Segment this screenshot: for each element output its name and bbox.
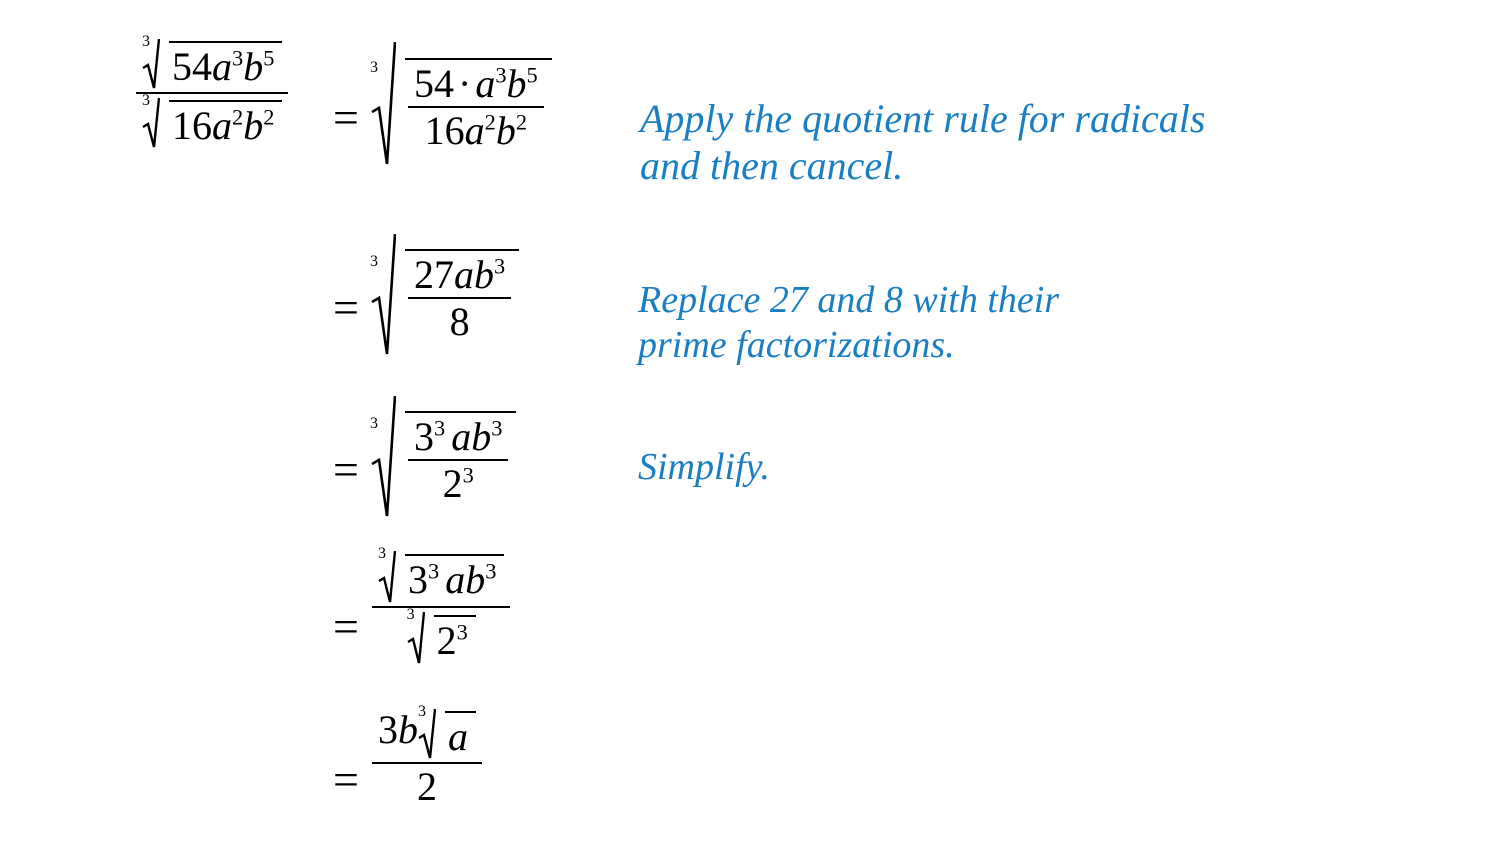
line5-fraction: 3b 3 a 2	[372, 704, 482, 809]
cube-root-radical: 3 a	[418, 704, 476, 760]
line2-numerator: 27ab3	[408, 254, 512, 299]
radical-index: 3	[370, 415, 378, 432]
equals-sign-5: =	[333, 754, 359, 805]
lhs-fraction: 3 54a3b5 3 16a2	[136, 34, 289, 149]
radical-sign-icon	[142, 97, 160, 149]
cube-root-radical: 3 27ab3 8	[370, 232, 520, 358]
radical-index: 3	[142, 92, 150, 109]
radical-sign-icon	[370, 232, 396, 358]
cube-root-radical: 3 54a3b5	[142, 34, 283, 90]
cube-root-radical: 3 54·a3b5 16a2b2	[370, 40, 552, 168]
radical-sign-icon	[370, 394, 396, 520]
equals-sign-1: =	[333, 92, 359, 143]
line2-denominator: 8	[449, 298, 470, 344]
radicand: 54·a3b5 16a2b2	[405, 57, 552, 153]
radicand: a	[445, 711, 476, 757]
equals-sign-3: =	[333, 444, 359, 495]
equals-sign-4: =	[333, 601, 359, 652]
radicand: 54a3b5	[169, 41, 283, 87]
radical-index: 3	[418, 703, 426, 720]
radical-index: 3	[142, 33, 150, 50]
radical-index: 3	[378, 545, 386, 562]
line5-denominator: 2	[417, 764, 437, 809]
annotation-simplify: Simplify.	[638, 446, 770, 488]
annotation-quotient-rule: Apply the quotient rule for radicals and…	[640, 96, 1206, 189]
line4-denominator: 3 23	[372, 607, 510, 665]
line3-denominator: 23	[442, 460, 474, 506]
radical-index: 3	[370, 59, 378, 76]
radical-sign-icon	[406, 611, 425, 665]
radical-sign-icon	[378, 550, 396, 604]
radical-index: 3	[370, 253, 378, 270]
equals-sign-2: =	[333, 282, 359, 333]
line2-fraction: 27ab3 8	[408, 254, 512, 344]
radicand: 23	[433, 615, 476, 661]
equation-line-5: 3b 3 a 2	[372, 704, 482, 809]
radical-sign-icon	[370, 40, 396, 168]
rhs-inner-fraction: 54·a3b5 16a2b2	[408, 63, 544, 153]
radical-sign-icon	[418, 708, 436, 760]
equation-line-1-rhs: 3 54·a3b5 16a2b2	[370, 40, 552, 168]
equation-line-2: 3 27ab3 8	[370, 232, 520, 358]
lhs-numerator: 3 54a3b5	[136, 34, 289, 94]
radical-sign-icon	[142, 38, 160, 90]
equation-line-1-lhs: 3 54a3b5 3 16a2	[136, 34, 289, 149]
radicand: 27ab3 8	[405, 248, 520, 344]
radicand: 16a2b2	[169, 100, 283, 146]
line5-numerator: 3b 3 a	[372, 704, 482, 764]
cube-root-radical: 3 23	[406, 607, 476, 665]
radical-index: 3	[406, 606, 415, 623]
annotation-prime-factorization: Replace 27 and 8 with their prime factor…	[638, 279, 1060, 366]
cube-root-radical: 3 16a2b2	[142, 93, 283, 149]
lhs-denominator: 3 16a2b2	[136, 93, 288, 149]
rhs-numerator: 54·a3b5	[408, 63, 544, 108]
rhs-denominator: 16a2b2	[424, 107, 528, 153]
